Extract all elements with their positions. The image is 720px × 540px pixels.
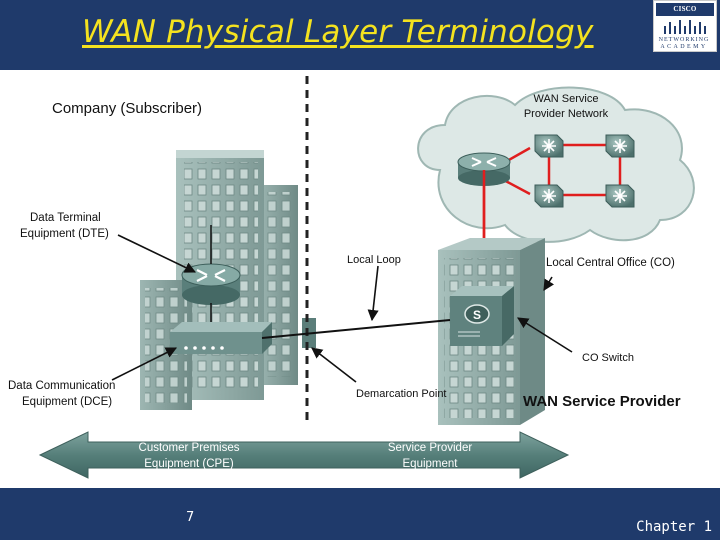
cpe-label-line1: Customer Premises — [139, 442, 240, 454]
logo-brand: CISCO SYSTEMS — [656, 3, 714, 26]
cloud-switch-icons — [534, 134, 635, 208]
wan-diagram: S Company (Subscriber) Data Terminal Equ… — [8, 76, 695, 479]
wan-provider-label: WAN Service Provider — [523, 393, 681, 410]
switch-letter: S — [473, 308, 481, 322]
slide-title: WAN Physical Layer Terminology — [82, 14, 594, 50]
diagram-canvas: S Company (Subscriber) Data Terminal Equ… — [0, 70, 720, 488]
logo-academy: ACADEMY — [660, 44, 708, 50]
local-loop-line — [261, 319, 451, 339]
spe-label-line2: Equipment — [403, 458, 459, 470]
slide-number: 7 — [186, 510, 195, 525]
chapter-label: Chapter 1 — [636, 519, 712, 535]
co-switch-icon: S — [450, 286, 514, 346]
central-office-label: Local Central Office (CO) — [546, 257, 675, 269]
company-label: Company (Subscriber) — [52, 100, 202, 117]
wan-cloud-label-line2: Provider Network — [524, 108, 609, 120]
label-arrows — [111, 234, 573, 383]
logo-networking: NETWORKING — [658, 37, 710, 43]
spe-label-line1: Service Provider — [388, 442, 473, 454]
cisco-logo: CISCO SYSTEMS NETWORKING ACADEMY — [653, 0, 717, 52]
logo-bars-icon — [664, 20, 706, 34]
dce-label-line1: Data Communication — [8, 380, 115, 392]
co-switch-label: CO Switch — [582, 352, 634, 364]
dce-label-line2: Equipment (DCE) — [22, 396, 112, 408]
local-loop-label: Local Loop — [347, 254, 401, 266]
cpe-label-line2: Equipment (CPE) — [144, 458, 234, 470]
dte-label-line1: Data Terminal — [30, 212, 101, 224]
dte-router-icon — [181, 225, 241, 305]
wan-cloud-label-line1: WAN Service — [534, 93, 599, 105]
demarcation-label: Demarcation Point — [356, 388, 447, 400]
dte-label-line2: Equipment (DTE) — [20, 228, 109, 240]
cpe-arrow-band — [38, 431, 570, 479]
